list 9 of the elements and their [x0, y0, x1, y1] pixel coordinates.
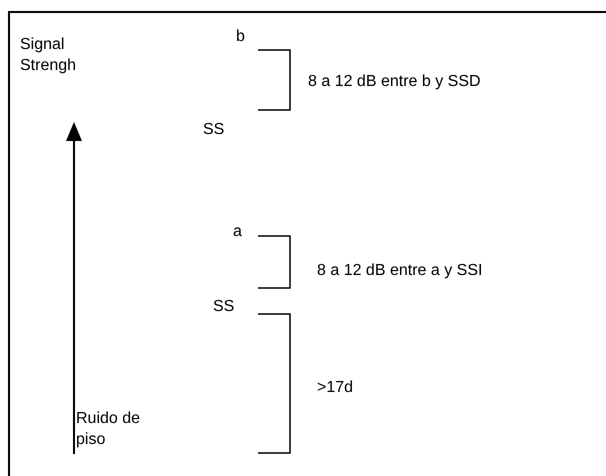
label: Ruido de piso: [76, 409, 142, 450]
label: b: [236, 27, 245, 47]
label: SS: [213, 297, 234, 317]
label: 8 a 12 dB entre a y SSI: [317, 261, 482, 281]
label: 8 a 12 dB entre b y SSD: [308, 72, 481, 92]
label: >17d: [317, 378, 354, 398]
label: a: [233, 222, 242, 242]
label: SS: [203, 120, 224, 140]
label: Signal Strengh: [20, 35, 78, 76]
